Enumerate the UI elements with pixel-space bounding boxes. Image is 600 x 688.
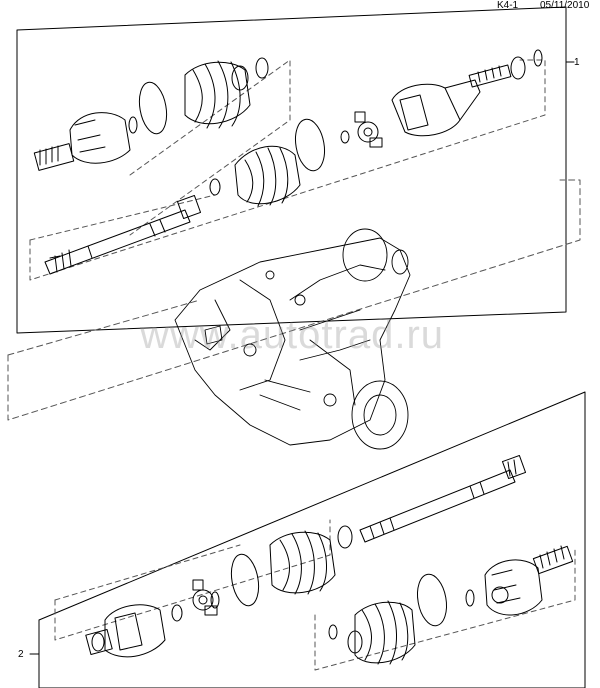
tripod-lower bbox=[192, 579, 218, 616]
group-2-frame bbox=[38, 391, 586, 688]
group-1-dashed-guides bbox=[29, 59, 546, 281]
inner-boot-lower bbox=[269, 525, 353, 595]
outer-cv-joint-lower bbox=[484, 545, 574, 616]
group-1-frame bbox=[16, 6, 567, 334]
intermediate-shaft-upper bbox=[44, 194, 202, 275]
sheet-id: K4-1 bbox=[497, 0, 519, 11]
sheet-date: 05/11/2010 bbox=[540, 0, 590, 11]
inner-joint-housing-upper bbox=[391, 49, 543, 137]
callout-2-label: 2 bbox=[18, 649, 24, 660]
tripod-upper bbox=[340, 111, 383, 148]
callout-1-label: 1 bbox=[574, 57, 580, 68]
watermark: www.autotrad.ru bbox=[140, 313, 445, 357]
outer-boot-lower bbox=[347, 600, 416, 665]
outer-cv-joint-upper bbox=[33, 112, 131, 171]
inner-joint-housing-lower bbox=[85, 604, 166, 658]
boot-clamps-upper bbox=[128, 57, 326, 196]
group-2-dashed-guides bbox=[54, 519, 576, 671]
transfer-case-assembly bbox=[174, 228, 411, 450]
inner-boot-upper bbox=[234, 145, 301, 207]
center-dashed-guides bbox=[7, 179, 581, 421]
intermediate-shaft-lower bbox=[359, 454, 527, 543]
outer-boot-upper bbox=[184, 60, 251, 129]
boot-clamps-lower bbox=[171, 553, 475, 640]
